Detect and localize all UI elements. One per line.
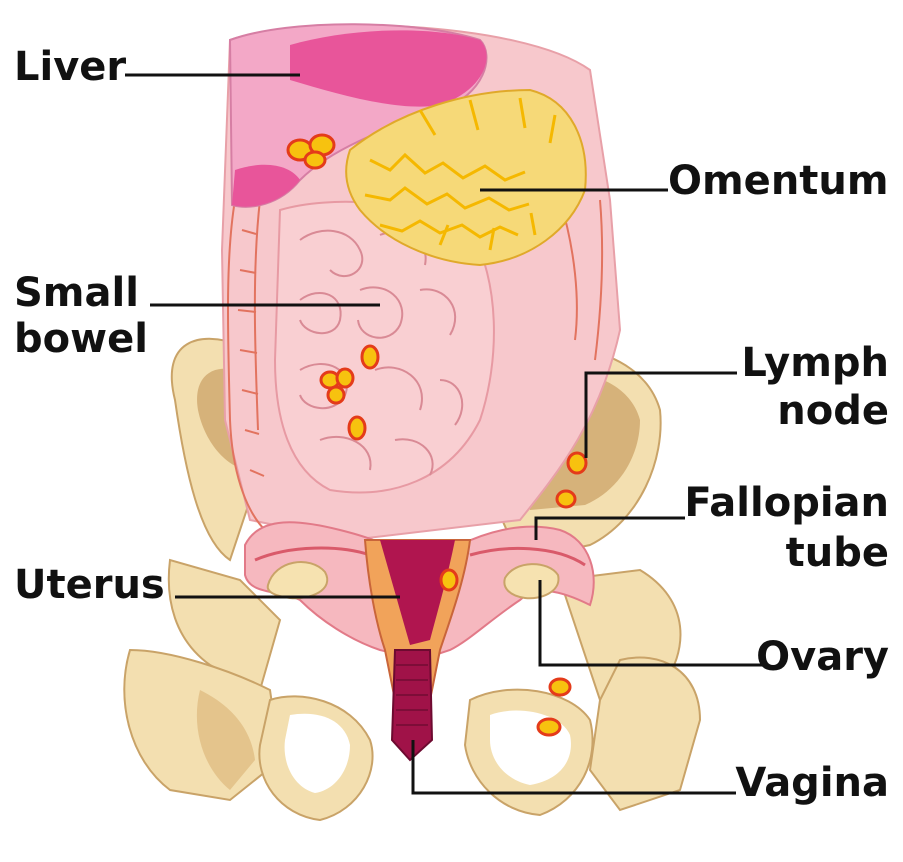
tumor-deposit-icon xyxy=(362,346,378,368)
tumor-deposit-icon xyxy=(538,719,560,735)
label-omentum: Omentum xyxy=(668,158,889,204)
tumor-deposit-icon xyxy=(328,387,344,403)
label-liver: Liver xyxy=(14,44,126,90)
tumor-deposit-icon xyxy=(337,369,353,387)
label-fallopian-tube-line1: Fallopian xyxy=(684,480,889,526)
label-ovary: Ovary xyxy=(756,634,889,680)
label-vagina: Vagina xyxy=(735,760,889,806)
tumor-deposit-icon xyxy=(550,679,570,695)
label-uterus: Uterus xyxy=(14,562,165,608)
tumor-deposit-icon xyxy=(305,152,325,168)
tumor-deposit-icon xyxy=(568,453,586,473)
label-lymph-node-line2: node xyxy=(777,388,889,434)
tumor-deposit-icon xyxy=(349,417,365,439)
label-lymph-node-line1: Lymph xyxy=(741,340,889,386)
tumor-deposit-icon xyxy=(441,570,457,590)
label-fallopian-tube-line2: tube xyxy=(786,530,889,576)
tumor-deposit-icon xyxy=(557,491,575,507)
label-small-bowel-line2: bowel xyxy=(14,316,148,362)
label-small-bowel-line1: Small xyxy=(14,270,139,316)
